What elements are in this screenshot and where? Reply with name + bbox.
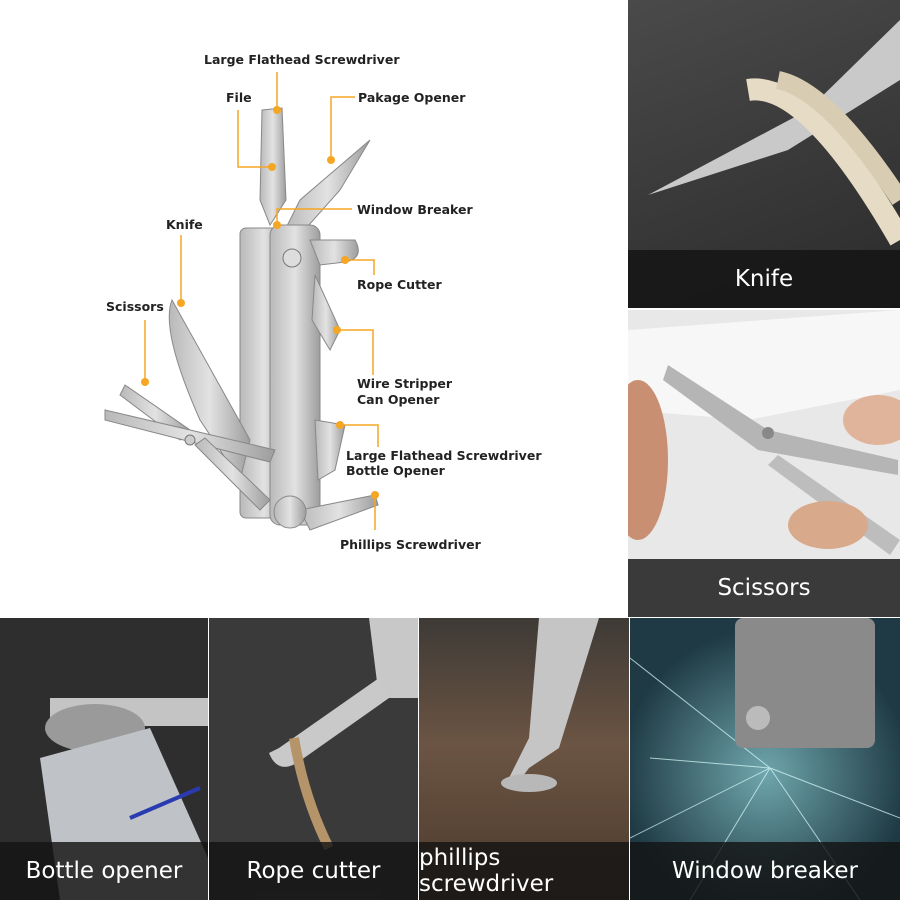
callout-dots [141,106,379,499]
label-bottle-opener: Bottle Opener [346,463,445,478]
photo-phillips-screwdriver: phillips screwdriver [419,618,629,900]
tool-diagram: Large Flathead Screwdriver File Pakage O… [0,0,628,618]
label-phillips-screwdriver: Phillips Screwdriver [340,537,481,552]
photo-rope-cutter: Rope cutter [209,618,418,900]
label-package-opener: Pakage Opener [358,90,466,105]
phillips-photo [501,618,599,792]
photo-scissors: Scissors [628,310,900,617]
multitool-illustration [104,72,379,531]
caption-scissors: Scissors [628,559,900,617]
scissors-photo [628,310,900,555]
photo-knife: Knife [628,0,900,308]
caption-rope-cutter: Rope cutter [209,842,418,900]
label-scissors: Scissors [106,299,164,314]
label-window-breaker: Window Breaker [357,202,473,217]
caption-phillips-screwdriver: phillips screwdriver [419,842,629,900]
label-large-flathead-screwdriver: Large Flathead Screwdriver [204,52,400,67]
caption-knife: Knife [628,250,900,308]
label-large-flathead-screwdriver-2: Large Flathead Screwdriver [346,448,542,463]
photo-window-breaker: Window breaker [630,618,900,900]
label-file: File [226,90,252,105]
photo-bottle-opener: Bottle opener [0,618,208,900]
label-wire-stripper: Wire Stripper [357,376,453,391]
label-knife: Knife [166,217,203,232]
label-rope-cutter: Rope Cutter [357,277,442,292]
knife-photo [648,20,900,246]
label-can-opener: Can Opener [357,392,440,407]
caption-window-breaker: Window breaker [630,842,900,900]
caption-bottle-opener: Bottle opener [0,842,208,900]
rope-cutter-photo [269,618,418,851]
window-breaker-photo [630,618,900,900]
leader-lines [144,72,379,530]
